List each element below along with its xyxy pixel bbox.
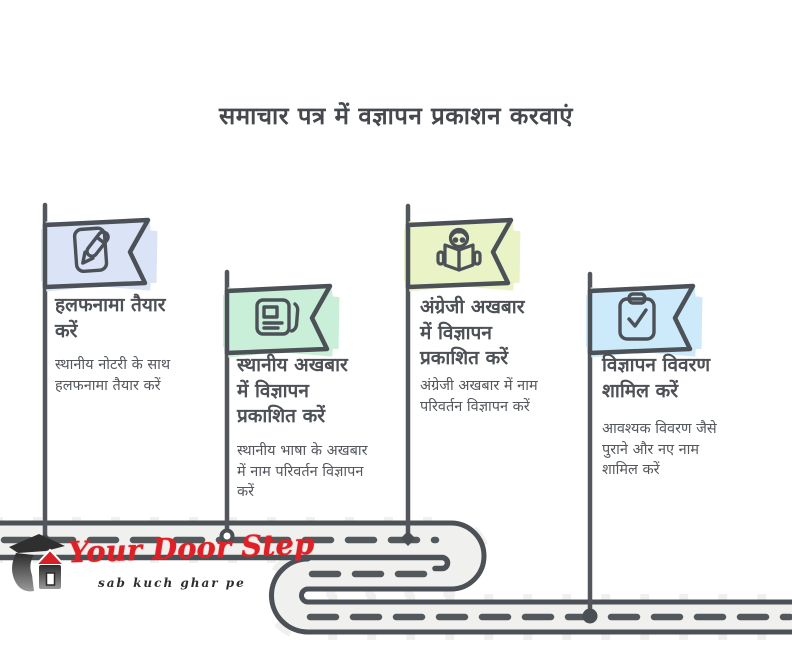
milestone-2-description-wrap: स्थानीय भाषा के अखबार में नाम परिवर्तन व… (237, 441, 427, 503)
milestone-1-flag (41, 217, 158, 292)
milestone-3-text: अंग्रेजी अखबार में विज्ञापन प्रकाशित करे… (420, 295, 600, 372)
milestone-2-flag (223, 283, 340, 358)
milestone-2-title: स्थानीय अखबार में विज्ञापन प्रकाशित करें (237, 354, 348, 428)
milestone-3-title: अंग्रेजी अखबार में विज्ञापन प्रकाशित करे… (420, 296, 525, 370)
person-reading-icon (436, 227, 482, 272)
brand-logo: Your Door Step sab kuch ghar pe (6, 526, 315, 607)
pole-2-ring-marker (219, 528, 235, 544)
brand-tagline: sab kuch ghar pe (98, 576, 246, 590)
flag-shape (224, 283, 333, 356)
milestone-4-description: आवश्यक विवरण जैसे पुराने और नए नाम शामिल… (602, 421, 717, 479)
house-icon (9, 534, 67, 592)
page-title: समाचार पत्र में वज्ञापन प्रकाशन करवाएं (219, 102, 573, 130)
milestone-4-flag (586, 283, 703, 358)
milestone-3-description: अंग्रेजी अखबार में नाम परिवर्तन विज्ञापन… (420, 378, 538, 415)
newspaper-icon (255, 298, 300, 336)
road-edges (0, 520, 792, 635)
milestone-3-flag (404, 217, 521, 292)
milestone-4-text: विज्ञापन विवरण शामिल करें (602, 353, 787, 404)
milestone-1-description-wrap: स्थानीय नोटरी के साथ हलफनामा तैयार करें (55, 355, 235, 396)
pole-3-diamond-marker (400, 531, 416, 546)
milestone-1-description: स्थानीय नोटरी के साथ हलफनामा तैयार करें (55, 357, 171, 394)
milestone-3-description-wrap: अंग्रेजी अखबार में नाम परिवर्तन विज्ञापन… (420, 376, 605, 417)
milestone-1-title: हलफनामा तैयार करें (55, 294, 166, 342)
road-ribbon (0, 523, 792, 634)
milestone-2-description: स्थानीय भाषा के अखबार में नाम परिवर्तन व… (237, 443, 368, 501)
milestone-4-description-wrap: आवश्यक विवरण जैसे पुराने और नए नाम शामिल… (602, 419, 787, 481)
road-center-dashes (0, 536, 792, 621)
pole-4-dot-marker (582, 608, 598, 624)
milestone-4-title: विज्ञापन विवरण शामिल करें (602, 354, 711, 402)
clipboard-check-icon (618, 292, 656, 341)
document-pen-icon (72, 226, 110, 273)
milestone-2-text: स्थानीय अखबार में विज्ञापन प्रकाशित करें (237, 353, 417, 430)
milestone-1-text: हलफनामा तैयार करें (55, 293, 225, 344)
brand-name: Your Door Step (67, 526, 315, 570)
